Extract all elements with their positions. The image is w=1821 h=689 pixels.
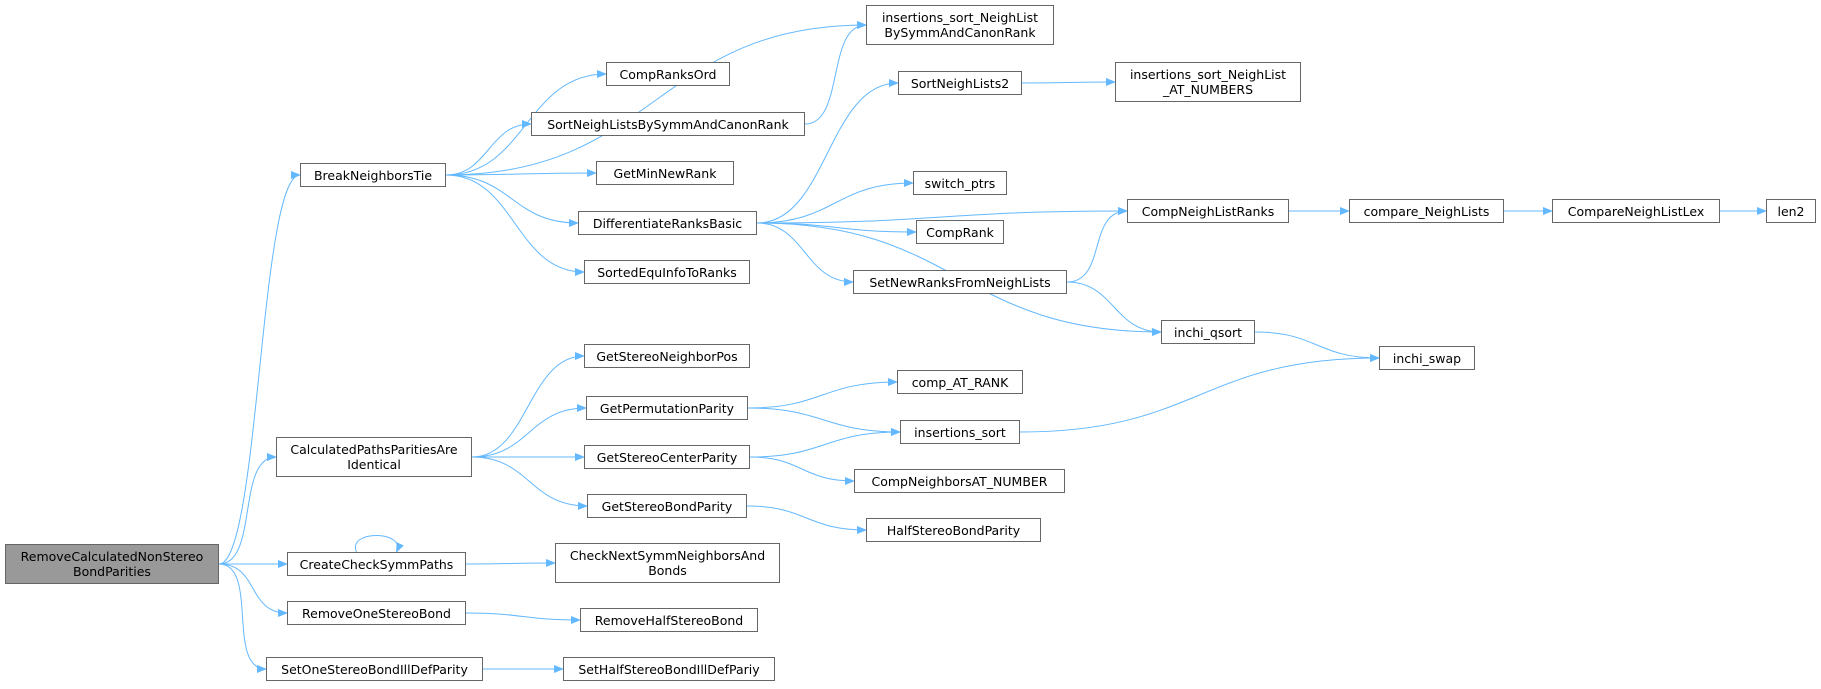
node-get-stereo-center-parity[interactable]: GetStereoCenterParity: [584, 445, 750, 469]
edge-sort-neigh-lists2-to-ins-sort-at-numbers: [1021, 78, 1116, 87]
edge-break-neighbors-tie-to-sorted-equ-info: [445, 174, 585, 276]
edge-sort-neigh-lists-symm-to-ins-sort-symm: [804, 21, 867, 125]
node-create-check-symm-paths[interactable]: CreateCheckSymmPaths: [287, 552, 466, 576]
node-sorted-equ-info-to-ranks[interactable]: SortedEquInfoToRanks: [584, 260, 750, 284]
node-set-new-ranks-from-neigh-lists[interactable]: SetNewRanksFromNeighLists: [853, 270, 1067, 294]
edge-root-to-calculated-paths: [218, 453, 277, 565]
node-break-neighbors-tie[interactable]: BreakNeighborsTie: [300, 163, 446, 187]
node-compare-neigh-lists[interactable]: compare_NeighLists: [1349, 199, 1504, 223]
node-comp-neigh-list-ranks[interactable]: CompNeighListRanks: [1127, 199, 1289, 223]
node-get-permutation-parity[interactable]: GetPermutationParity: [586, 396, 748, 420]
edge-break-neighbors-tie-to-sort-neigh-lists-symm: [445, 120, 532, 176]
edge-set-new-ranks-to-comp-neigh-list-ranks: [1066, 207, 1128, 283]
edge-root-to-remove-one-stereo-bond: [218, 563, 288, 617]
node-check-next-symm-neighbors-and-bonds[interactable]: CheckNextSymmNeighborsAnd Bonds: [555, 543, 780, 583]
edge-create-check-symm-paths-to-create-check-symm-paths: [354, 535, 404, 553]
node-comp-ranks-ord[interactable]: CompRanksOrd: [606, 62, 730, 86]
edge-differentiate-ranks-basic-to-set-new-ranks: [756, 222, 854, 286]
node-half-stereo-bond-parity[interactable]: HalfStereoBondParity: [866, 518, 1041, 542]
node-get-min-new-rank[interactable]: GetMinNewRank: [596, 161, 734, 185]
edge-break-neighbors-tie-to-ins-sort-symm: [445, 21, 867, 176]
node-calculated-paths-parities-are-identical[interactable]: CalculatedPathsParitiesAre Identical: [276, 437, 472, 477]
edge-differentiate-ranks-basic-to-comp-rank: [756, 222, 917, 236]
node-get-stereo-neighbor-pos[interactable]: GetStereoNeighborPos: [584, 344, 750, 368]
node-switch-ptrs[interactable]: switch_ptrs: [913, 171, 1007, 195]
edge-root-to-break-neighbors-tie: [218, 171, 301, 565]
edge-differentiate-ranks-basic-to-sort-neigh-lists2: [756, 79, 899, 224]
edge-differentiate-ranks-basic-to-switch-ptrs: [756, 179, 914, 224]
edge-get-stereo-center-parity-to-insertions-sort: [749, 428, 901, 458]
node-set-one-stereo-bond-ill-def-parity[interactable]: SetOneStereoBondIllDefParity: [266, 657, 483, 681]
edge-calculated-paths-to-get-stereo-neighbor-pos: [471, 352, 585, 458]
edge-break-neighbors-tie-to-get-min-new-rank: [445, 169, 597, 178]
node-compare-neigh-list-lex[interactable]: CompareNeighListLex: [1552, 199, 1720, 223]
node-remove-half-stereo-bond[interactable]: RemoveHalfStereoBond: [580, 608, 758, 632]
node-insertions-sort-neighlist-at-numbers[interactable]: insertions_sort_NeighList _AT_NUMBERS: [1115, 62, 1301, 102]
edge-get-permutation-parity-to-insertions-sort: [747, 407, 901, 436]
edge-inchi-qsort-to-inchi-swap: [1254, 331, 1380, 362]
node-remove-one-stereo-bond[interactable]: RemoveOneStereoBond: [287, 601, 466, 625]
node-comp-at-rank[interactable]: comp_AT_RANK: [897, 370, 1023, 394]
edge-root-to-set-one-stereo-bond-ill-def: [218, 563, 267, 673]
edge-get-permutation-parity-to-comp-at-rank: [747, 378, 898, 409]
node-remove-calculated-non-stereo-bond-parities: RemoveCalculatedNonStereo BondParities: [5, 544, 219, 584]
node-get-stereo-bond-parity[interactable]: GetStereoBondParity: [587, 494, 747, 518]
node-insertions-sort-neighlist-by-symm-and-canon-rank[interactable]: insertions_sort_NeighList BySymmAndCanon…: [866, 5, 1054, 45]
node-sort-neigh-lists2[interactable]: SortNeighLists2: [898, 71, 1022, 95]
edge-calculated-paths-to-get-stereo-bond-parity: [471, 456, 588, 510]
node-inchi-swap[interactable]: inchi_swap: [1379, 346, 1475, 370]
edge-differentiate-ranks-basic-to-comp-neigh-list-ranks: [756, 207, 1128, 224]
node-sort-neigh-lists-by-symm-and-canon-rank[interactable]: SortNeighListsBySymmAndCanonRank: [531, 112, 805, 136]
edge-get-stereo-center-parity-to-comp-neighbors-at-number: [749, 456, 855, 485]
node-len2[interactable]: len2: [1766, 199, 1816, 223]
node-comp-rank[interactable]: CompRank: [916, 220, 1004, 244]
edge-set-new-ranks-to-inchi-qsort: [1066, 281, 1162, 336]
node-insertions-sort[interactable]: insertions_sort: [900, 420, 1020, 444]
edge-remove-one-stereo-bond-to-remove-half-stereo-bond: [465, 612, 581, 624]
node-differentiate-ranks-basic[interactable]: DifferentiateRanksBasic: [578, 211, 757, 235]
node-set-half-stereo-bond-ill-def-pariy[interactable]: SetHalfStereoBondIllDefPariy: [563, 657, 775, 681]
node-inchi-qsort[interactable]: inchi_qsort: [1161, 320, 1255, 344]
edge-create-check-symm-paths-to-check-next-symm: [465, 559, 556, 568]
node-comp-neighbors-at-number[interactable]: CompNeighborsAT_NUMBER: [854, 469, 1065, 493]
edge-calculated-paths-to-get-permutation-parity: [471, 404, 587, 458]
edge-insertions-sort-to-inchi-swap: [1019, 354, 1380, 433]
edge-get-stereo-bond-parity-to-half-stereo-bond-parity: [746, 505, 867, 534]
edge-break-neighbors-tie-to-differentiate-ranks-basic: [445, 174, 579, 227]
